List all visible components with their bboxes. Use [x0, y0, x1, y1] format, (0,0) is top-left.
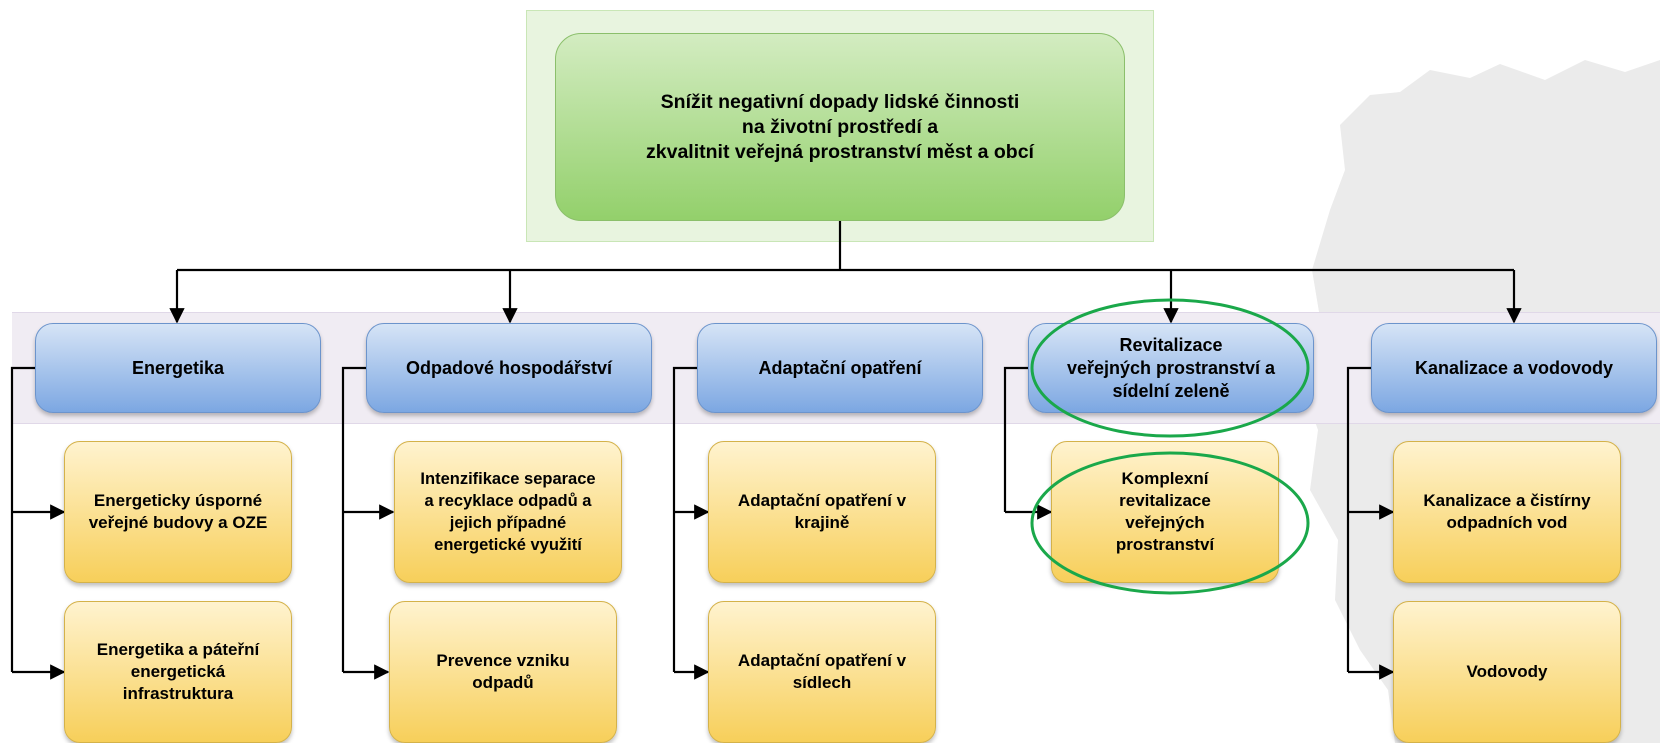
leaf-energetika-infrastruktura: Energetika a páteřní energetická infrast… — [64, 601, 292, 743]
leaf-intenzifikace-separace: Intenzifikace separace a recyklace odpad… — [394, 441, 622, 583]
leaf-energeticky-usporne-budovy: Energeticky úsporné veřejné budovy a OZE — [64, 441, 292, 583]
col1-left-rail — [10, 366, 35, 672]
category-odpadove-hospodarstvi: Odpadové hospodářství — [366, 323, 652, 413]
highlight-ellipse-revitalizace — [1030, 298, 1310, 438]
leaf-adaptacni-opatreni-krajina: Adaptační opatření v krajině — [708, 441, 936, 583]
category-adaptacni-opatreni: Adaptační opatření — [697, 323, 983, 413]
leaf-prevence-vzniku-odpadu: Prevence vzniku odpadů — [389, 601, 617, 743]
col2-left-rail — [341, 366, 366, 672]
leaf-adaptacni-opatreni-sidla: Adaptační opatření v sídlech — [708, 601, 936, 743]
col5-left-rail — [1346, 366, 1371, 672]
col3-left-rail — [672, 366, 697, 672]
highlight-ellipse-komplexni-revitalizace — [1030, 451, 1310, 595]
leaf-vodovody: Vodovody — [1393, 601, 1621, 743]
col4-left-rail — [1003, 366, 1028, 512]
category-revitalizace: Revitalizace veřejných prostranství a sí… — [1028, 323, 1314, 413]
leaf-kanalizace-cistirny: Kanalizace a čistírny odpadních vod — [1393, 441, 1621, 583]
root-goal-node: Snížit negativní dopady lidské činnosti … — [555, 33, 1125, 221]
category-kanalizace-a-vodovody: Kanalizace a vodovody — [1371, 323, 1657, 413]
category-energetika: Energetika — [35, 323, 321, 413]
